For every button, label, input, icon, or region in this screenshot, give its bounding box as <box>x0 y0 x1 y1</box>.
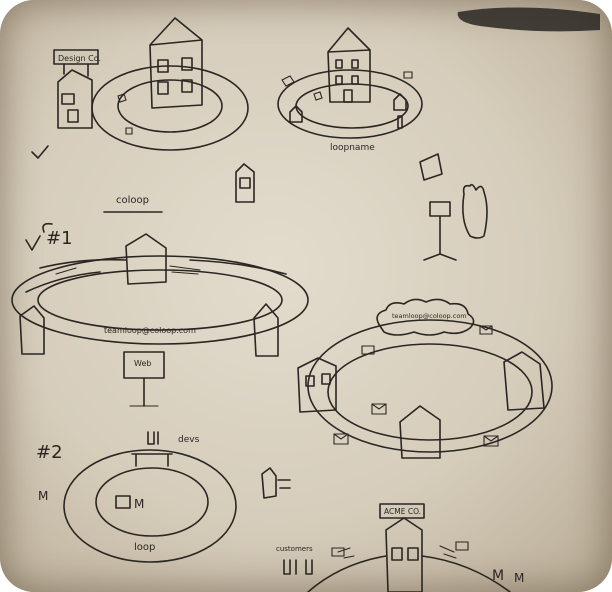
inner-loop <box>327 343 533 441</box>
tall-building <box>149 17 203 109</box>
cloud-domain-label: teamloop@coloop.com <box>392 312 467 320</box>
cloud-bottom-building <box>399 405 441 459</box>
loopname-diagram: loopname <box>277 27 423 153</box>
cloud-left-building <box>297 357 337 413</box>
m-mark-label: M <box>38 489 48 503</box>
web-label: Web <box>134 359 151 368</box>
acme-building <box>385 517 423 592</box>
inner-loop <box>37 269 283 331</box>
loop-label: loop <box>134 542 155 553</box>
cloud-shape <box>376 298 475 336</box>
inner-loop <box>95 467 209 537</box>
outer-loop <box>63 449 237 563</box>
right-building <box>253 303 279 357</box>
customers-label: customers <box>276 545 313 553</box>
outer-loop <box>307 319 553 453</box>
devs-loop-diagram: #2 M devs M loop <box>36 431 291 563</box>
teamloop-email-label: teamloop@coloop.com <box>104 326 196 335</box>
small-building <box>235 163 255 203</box>
left-building <box>19 305 45 355</box>
inner-loop <box>117 79 223 133</box>
section-2-label: #2 <box>36 442 63 463</box>
outer-loop <box>11 255 309 345</box>
outer-loop <box>91 65 249 151</box>
coloop-label: coloop <box>116 195 149 206</box>
acme-sign <box>379 503 425 519</box>
acme-label: ACME CO. <box>384 507 421 516</box>
cloud-loop-diagram: teamloop@coloop.com <box>297 298 553 459</box>
house-building <box>327 27 371 103</box>
ink-blob <box>457 7 600 32</box>
loopname-label: loopname <box>330 143 375 153</box>
design-co-sign <box>53 49 99 65</box>
section-1-label: #1 <box>46 228 73 249</box>
m-mark: M <box>134 497 144 511</box>
design-co-loop-diagram: Design Co. <box>31 17 249 159</box>
outer-loop <box>277 69 423 139</box>
cloud-right-building <box>503 351 545 411</box>
m-mark-far-right: M <box>514 571 524 585</box>
coloop-diagram: coloop #1 teamloop@coloop.com Web <box>11 195 309 407</box>
coloop-building <box>125 233 167 285</box>
acme-diagram: ACME CO. customers M M <box>276 503 524 592</box>
devs-label: devs <box>178 435 200 445</box>
design-co-building <box>57 69 93 129</box>
design-co-label: Design Co. <box>58 54 101 63</box>
person-with-laptop <box>419 153 488 261</box>
m-mark-right: M <box>492 568 504 584</box>
